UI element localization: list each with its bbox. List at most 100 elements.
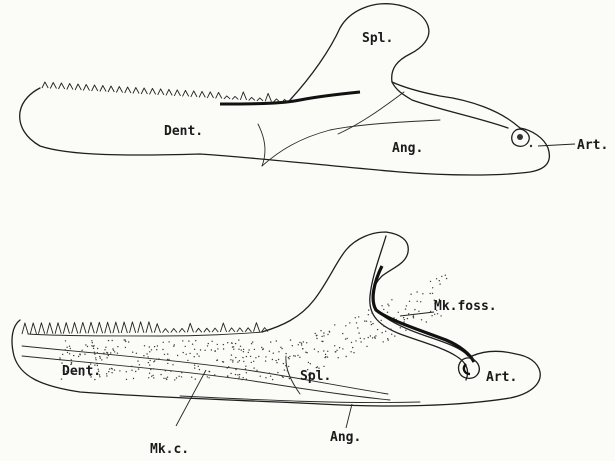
stipple-dot <box>302 348 303 349</box>
stipple-dot <box>436 278 437 279</box>
stipple-dot <box>253 361 254 362</box>
tooth <box>50 83 56 89</box>
stipple-dot <box>303 341 304 342</box>
stipple-dot <box>117 346 118 347</box>
stipple-dot <box>191 377 192 378</box>
stipple-dot <box>387 304 388 305</box>
stipple-dot <box>388 305 389 306</box>
stipple-dot <box>59 359 60 360</box>
stipple-dot <box>198 356 199 357</box>
stipple-dot <box>104 349 105 350</box>
stipple-dot <box>151 376 152 377</box>
stipple-dot <box>383 341 384 342</box>
stipple-dot <box>174 344 175 345</box>
stipple-dot <box>79 353 80 354</box>
lower-fossa-dark-edge <box>373 266 474 362</box>
stipple-dot <box>280 347 281 348</box>
stipple-dot <box>346 356 347 357</box>
tooth <box>216 92 222 98</box>
stipple-dot <box>84 354 85 355</box>
stipple-dot <box>284 369 285 370</box>
stipple-dot <box>320 330 321 331</box>
stipple-dot <box>93 348 94 349</box>
stipple-dot <box>125 347 126 348</box>
tooth <box>100 86 106 92</box>
stipple-dot <box>391 334 392 335</box>
lower-label-dent: Dent. <box>62 364 101 379</box>
stipple-dot <box>153 361 154 362</box>
stipple-dot <box>387 312 388 313</box>
stipple-dot <box>240 346 241 347</box>
stipple-dot <box>131 366 132 367</box>
stipple-dot <box>246 379 247 380</box>
tooth <box>174 90 180 96</box>
stipple-dot <box>293 355 294 356</box>
stipple-dot <box>283 363 284 364</box>
stipple-dot <box>232 361 233 362</box>
stipple-dot <box>441 276 442 277</box>
stipple-dot <box>95 357 96 358</box>
stipple-dot <box>167 359 168 360</box>
stipple-dot <box>345 338 346 339</box>
stipple-dot <box>318 351 319 352</box>
stipple-dot <box>345 325 346 326</box>
tooth <box>83 85 89 91</box>
stipple-dot <box>146 353 147 354</box>
stipple-dot <box>275 360 276 361</box>
stipple-dot <box>158 358 159 359</box>
stipple-dot <box>189 353 190 354</box>
tooth <box>113 322 119 333</box>
stipple-dot <box>125 341 126 342</box>
stipple-dot <box>323 335 324 336</box>
stipple-dot <box>285 353 286 354</box>
stipple-dot <box>65 340 66 341</box>
stipple-dot <box>147 356 148 357</box>
stipple-dot <box>256 370 257 371</box>
stipple-dot <box>160 374 161 375</box>
tooth <box>254 323 260 332</box>
tooth <box>30 323 36 334</box>
stipple-dot <box>403 317 404 318</box>
stipple-dot <box>66 347 67 348</box>
stipple-dot <box>238 339 239 340</box>
tooth <box>133 88 139 94</box>
stipple-dot <box>414 309 415 310</box>
stipple-dot <box>150 369 151 370</box>
stipple-dot <box>105 347 106 348</box>
stipple-dot <box>366 346 367 347</box>
stipple-dot <box>405 308 406 309</box>
stipple-dot <box>106 352 107 353</box>
stipple-dot <box>176 377 177 378</box>
stipple-dot <box>368 309 369 310</box>
stipple-dot <box>111 368 112 369</box>
stipple-dot <box>408 313 409 314</box>
stipple-dot <box>338 357 339 358</box>
stipple-dot <box>157 345 158 346</box>
stipple-dot <box>439 280 440 281</box>
stipple-dot <box>228 366 229 367</box>
stipple-dot <box>325 354 326 355</box>
stipple-dot <box>167 353 168 354</box>
stipple-dot <box>353 352 354 353</box>
stipple-dot <box>248 349 249 350</box>
stipple-dot <box>372 323 373 324</box>
stipple-dot <box>156 349 157 350</box>
upper-label-dent: Dent. <box>164 124 203 139</box>
stipple-dot <box>133 378 134 379</box>
stipple-dot <box>360 338 361 339</box>
upper-mandible-drawing: Spl. Dent. Ang. Art. <box>20 4 609 175</box>
stipple-dot <box>248 352 249 353</box>
stipple-dot <box>282 377 283 378</box>
tooth <box>141 88 147 94</box>
tooth <box>166 89 172 95</box>
stipple-dot <box>371 324 372 325</box>
stipple-dot <box>366 321 367 322</box>
tooth <box>116 87 122 93</box>
lower-teeth-row <box>22 322 268 334</box>
stipple-dot <box>272 359 273 360</box>
stipple-dot <box>288 358 289 359</box>
stipple-dot <box>421 319 422 320</box>
stipple-dot <box>327 356 328 357</box>
stipple-dot <box>136 353 137 354</box>
stipple-dot <box>149 346 150 347</box>
